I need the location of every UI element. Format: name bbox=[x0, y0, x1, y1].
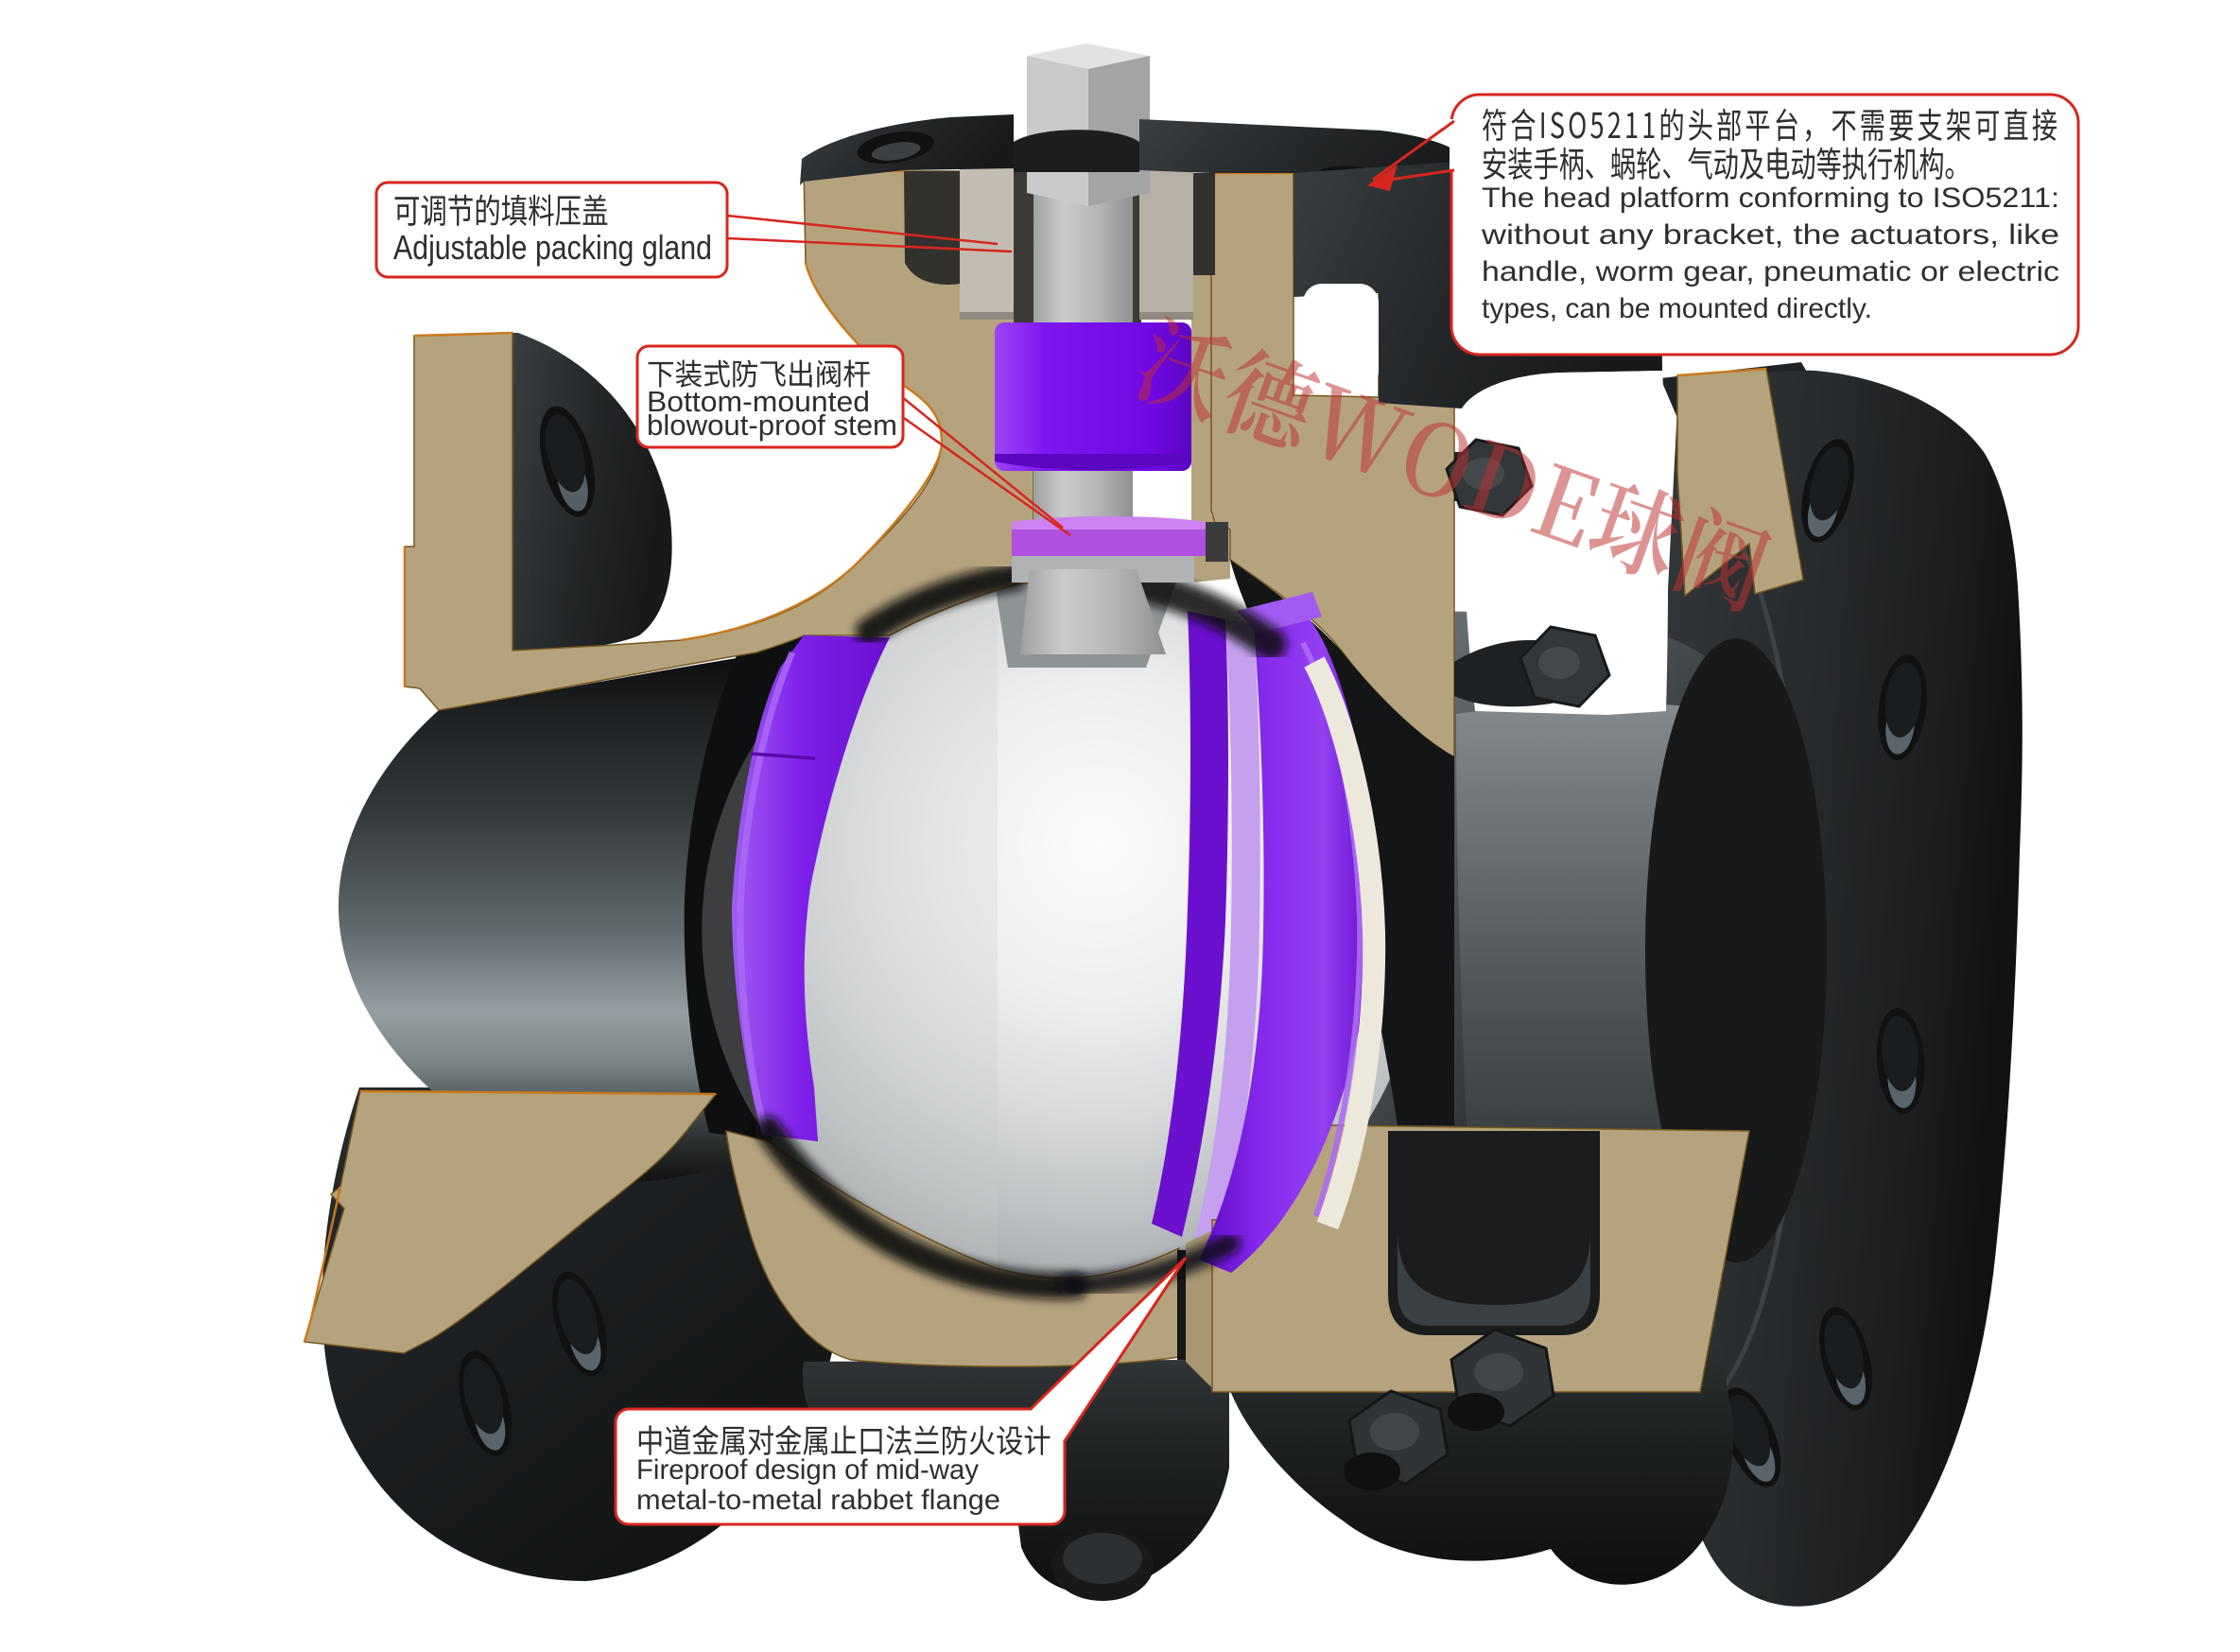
stem-thrust-washer bbox=[1012, 522, 1206, 556]
seat-ring-left-highlight bbox=[737, 651, 796, 1133]
callout-zh-glyphs bbox=[1483, 147, 1953, 181]
seat-ring-right bbox=[1199, 615, 1371, 1273]
bolt-hole-inner-dark bbox=[1884, 662, 1922, 738]
ball-shadow-bottom-left bbox=[755, 1116, 1089, 1300]
callout-zh bbox=[394, 194, 608, 226]
callout-packing-gland: Adjustable packing gland bbox=[374, 181, 1013, 279]
callout-en: without any bracket, the actuators, like bbox=[1481, 219, 2059, 251]
bolt-hex-face bbox=[1370, 1413, 1419, 1451]
callout-blowout-stem: Bottom-mounted blowout-proof stem bbox=[635, 344, 1071, 537]
seat-seam bbox=[750, 752, 816, 760]
watermark-glyphs bbox=[1137, 316, 1773, 612]
flange-bolt-hole bbox=[1876, 1008, 1925, 1114]
leader-line bbox=[900, 414, 1071, 537]
bolt-hole-inner-dark bbox=[1810, 446, 1849, 521]
edge-accent bbox=[359, 1089, 717, 1096]
tail-body bbox=[1031, 1258, 1186, 1441]
bolt-hole-inner-dark bbox=[463, 1358, 503, 1435]
tail-gap bbox=[1450, 119, 1454, 172]
flange-bolt-hole bbox=[1878, 654, 1927, 760]
packing-gland-left-shadow bbox=[960, 312, 1014, 320]
ball-shadow-bottom-right bbox=[1058, 1233, 1241, 1296]
flange-bolt-hole bbox=[1819, 1307, 1872, 1411]
watermark bbox=[1137, 316, 1773, 612]
stem-bore-gap-left bbox=[1014, 171, 1033, 322]
callout-en: Adjustable packing gland bbox=[393, 228, 712, 267]
platform-bolt-hole bbox=[857, 130, 934, 165]
flange-bolt-hole bbox=[552, 1271, 607, 1377]
stem-packing bbox=[995, 322, 1191, 471]
edge-accent bbox=[413, 331, 513, 338]
section-body-lower-left bbox=[304, 1090, 718, 1354]
edge-accent bbox=[1676, 367, 1767, 377]
callout-zh bbox=[638, 1425, 1051, 1455]
drain-plug-top bbox=[1063, 1533, 1142, 1584]
callout-iso5211: The head platform conforming to ISO5211:… bbox=[1367, 93, 2080, 356]
seat-ring-right-cutface bbox=[1193, 619, 1260, 1256]
leader-line bbox=[1372, 119, 1455, 182]
callout-zh-glyphs bbox=[638, 1425, 1051, 1455]
ball-shadow-top-left bbox=[855, 564, 1027, 645]
stem-bore-gap-right bbox=[1133, 171, 1141, 322]
ball-shadow-top-right bbox=[1102, 565, 1287, 661]
callout-en: types, can be mounted directly. bbox=[1482, 293, 1872, 324]
stem-flare bbox=[1020, 569, 1166, 654]
leader-line bbox=[900, 395, 1064, 529]
window-yoke-right bbox=[1303, 284, 1379, 390]
callout-zh-glyphs bbox=[394, 194, 608, 226]
stem-packing-bottom bbox=[995, 454, 1191, 470]
leader-arrowhead bbox=[1367, 165, 1398, 191]
cap-bolt-cavity-shine bbox=[1398, 1229, 1590, 1326]
washer-shadow-right bbox=[1206, 522, 1228, 562]
packing-gland-right-shadow bbox=[1139, 312, 1193, 320]
ball-bore-lip bbox=[1304, 656, 1386, 1230]
callout-zh bbox=[1483, 147, 1953, 181]
fireproof-rabbet-slit bbox=[1177, 1250, 1188, 1360]
bolt-hole-inner-dark bbox=[545, 414, 585, 493]
bolt-hole-inner-dark bbox=[1726, 1394, 1771, 1467]
callout-en: Fireproof design of mid-way bbox=[636, 1454, 979, 1486]
flange-bolt-hole bbox=[1801, 439, 1854, 543]
cap-bolt-cavity bbox=[1388, 1131, 1600, 1335]
callout-en: handle, worm gear, pneumatic or electric bbox=[1482, 256, 2059, 287]
bolt-hex-face bbox=[1538, 647, 1580, 679]
gland-recess-right bbox=[1193, 173, 1215, 275]
edge-accent bbox=[303, 1186, 342, 1343]
bolt-hole-inner-dark bbox=[1824, 1314, 1864, 1389]
leader-line bbox=[1029, 1256, 1188, 1411]
bolt-washer bbox=[1448, 1393, 1504, 1431]
callout-box bbox=[1450, 93, 2080, 356]
platform-back-edge bbox=[1014, 130, 1139, 172]
callout-zh bbox=[648, 359, 870, 388]
callout-zh-glyphs bbox=[648, 359, 870, 388]
callout-box bbox=[614, 1407, 1067, 1526]
callout-box bbox=[374, 181, 729, 279]
right-bore-end bbox=[1645, 638, 1827, 1262]
callout-fireproof: Fireproof design of mid-way metal-to-met… bbox=[614, 1256, 1188, 1526]
seat-ring-left bbox=[732, 635, 890, 1141]
bolt-hole-inner-dark bbox=[1882, 1016, 1919, 1091]
leader-line bbox=[1063, 1257, 1188, 1442]
bolt-washer bbox=[1344, 1452, 1400, 1490]
callout-en: metal-to-metal rabbet flange bbox=[636, 1485, 1000, 1516]
flange-bolt-hole bbox=[459, 1350, 512, 1456]
bolt-hole-inner-dark bbox=[557, 1278, 599, 1355]
callout-en: The head platform conforming to ISO5211: bbox=[1482, 183, 2059, 214]
left-port-bore bbox=[339, 651, 785, 1183]
callout-en: blowout-proof stem bbox=[647, 409, 897, 442]
platform-hole-inner bbox=[871, 142, 921, 161]
packing-gland-left bbox=[960, 159, 1014, 320]
callout-en: Bottom-mounted bbox=[647, 385, 870, 418]
leader-line bbox=[726, 214, 998, 246]
bolt-hex-face bbox=[1474, 1353, 1523, 1391]
gland-recess-left bbox=[904, 171, 960, 286]
flange-bolt-hole bbox=[1721, 1387, 1781, 1487]
seat-ring-right-inner bbox=[1152, 611, 1228, 1237]
stem-head-top bbox=[1027, 43, 1150, 69]
flange-bolt-hole bbox=[539, 406, 596, 517]
leader-line bbox=[726, 236, 1013, 253]
